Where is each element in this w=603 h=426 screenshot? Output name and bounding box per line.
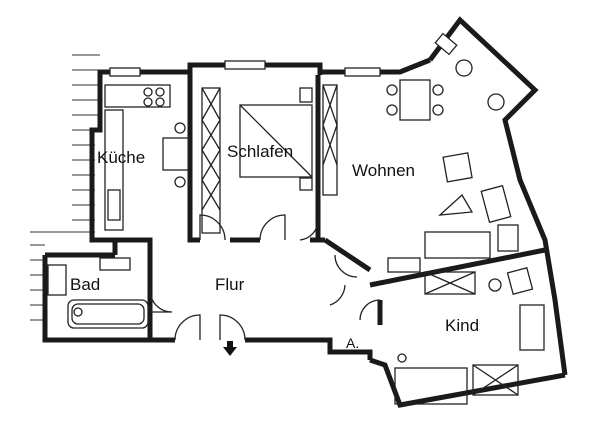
- bedroom-furniture: [201, 84, 338, 234]
- room-label-wohnen: Wohnen: [352, 161, 415, 180]
- room-label-flur: Flur: [215, 275, 245, 294]
- balcony-hatching: [30, 54, 100, 321]
- interior-walls: [92, 75, 546, 340]
- entrance-arrow-icon: [223, 341, 237, 356]
- room-label-bad: Bad: [70, 275, 100, 294]
- door-swings: [149, 214, 381, 341]
- room-label-kind: Kind: [445, 316, 479, 335]
- windows: [109, 32, 458, 77]
- living-furniture: [386, 59, 519, 273]
- room-label-schlafen: Schlafen: [227, 142, 293, 161]
- bath-furniture: [47, 257, 149, 329]
- outer-walls: [42, 16, 568, 408]
- kind-furniture: [394, 266, 545, 405]
- room-label-kueche: Küche: [97, 148, 145, 167]
- kitchen-furniture: [104, 84, 190, 231]
- room-label-abstell: A.: [346, 335, 359, 351]
